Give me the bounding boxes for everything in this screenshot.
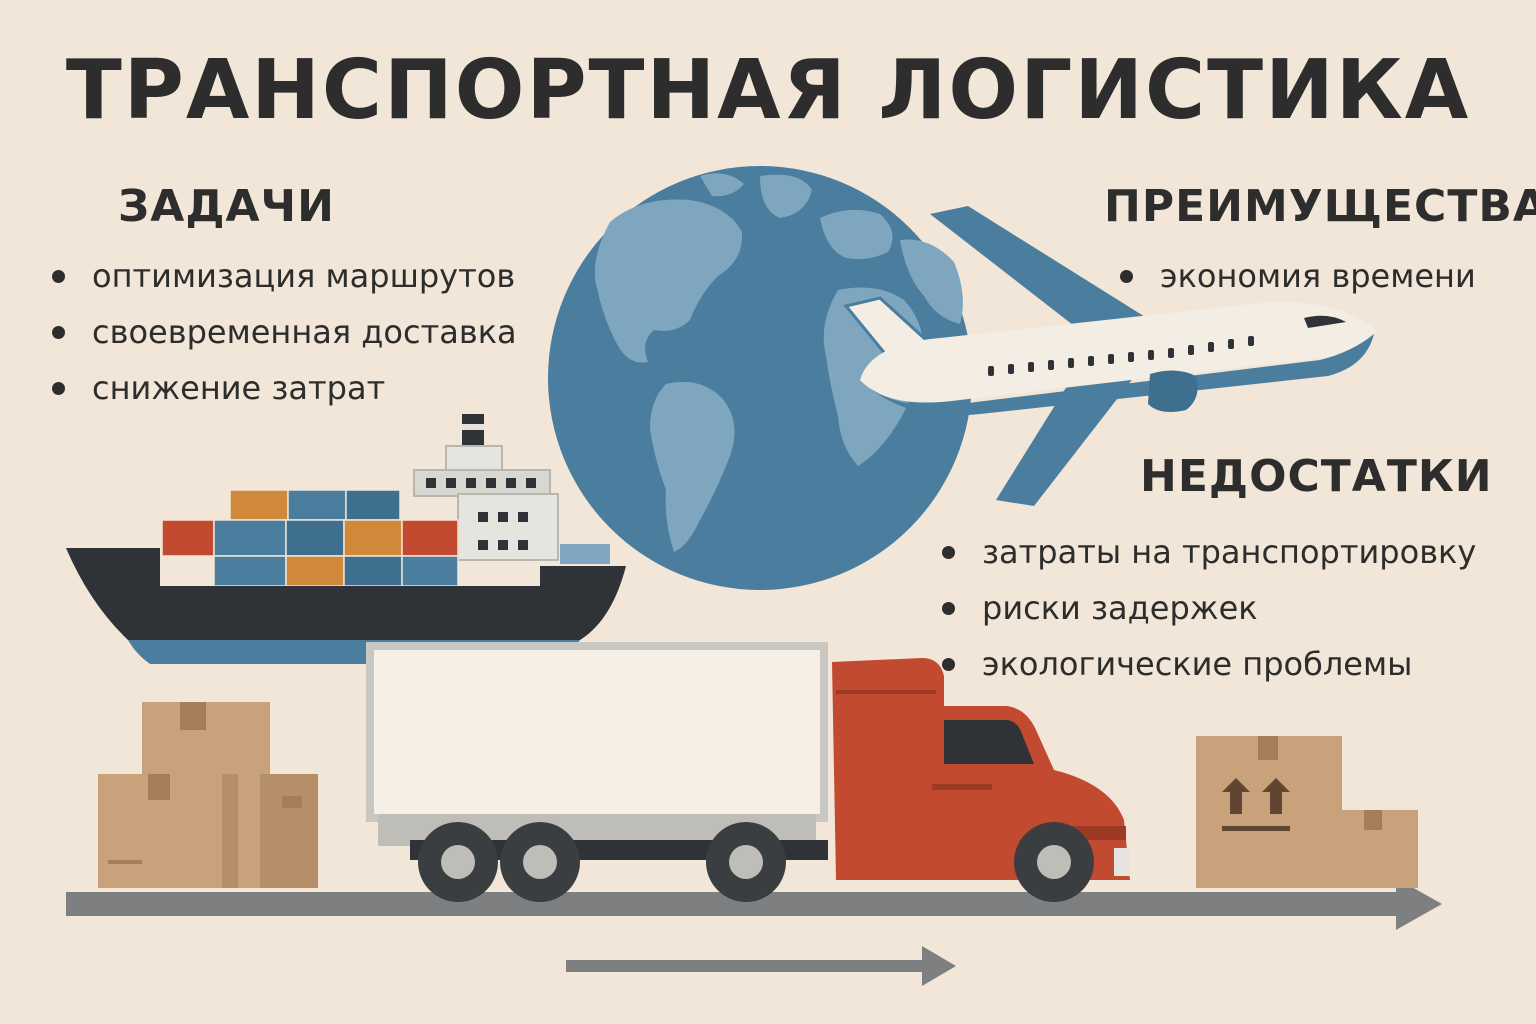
list-item: экономия времени bbox=[1120, 248, 1476, 304]
list-item: риски задержек bbox=[942, 580, 1476, 636]
airplane-icon bbox=[843, 206, 1376, 506]
cargo-ship-icon bbox=[66, 414, 626, 664]
list-item: оптимизация маршрутов bbox=[52, 248, 517, 304]
page-title: ТРАНСПОРТНАЯ ЛОГИСТИКА bbox=[65, 43, 1471, 138]
list-item: экологические проблемы bbox=[942, 636, 1476, 692]
disadvantages-list: затраты на транспортировку риски задерже… bbox=[942, 524, 1476, 692]
list-item: снижение затрат bbox=[52, 360, 517, 416]
tasks-list: оптимизация маршрутов своевременная дост… bbox=[52, 248, 517, 416]
this-side-up-icon bbox=[1222, 778, 1290, 831]
direction-arrow bbox=[566, 946, 956, 986]
tasks-heading: ЗАДАЧИ bbox=[118, 181, 335, 232]
disadvantages-heading: НЕДОСТАТКИ bbox=[1140, 451, 1493, 502]
advantages-list: экономия времени bbox=[1120, 248, 1476, 304]
cardboard-box-icon bbox=[98, 702, 318, 888]
list-item: затраты на транспортировку bbox=[942, 524, 1476, 580]
truck-icon bbox=[366, 642, 1130, 902]
cardboard-box-icon bbox=[1196, 736, 1418, 888]
advantages-heading: ПРЕИМУЩЕСТВА bbox=[1104, 181, 1536, 232]
list-item: своевременная доставка bbox=[52, 304, 517, 360]
